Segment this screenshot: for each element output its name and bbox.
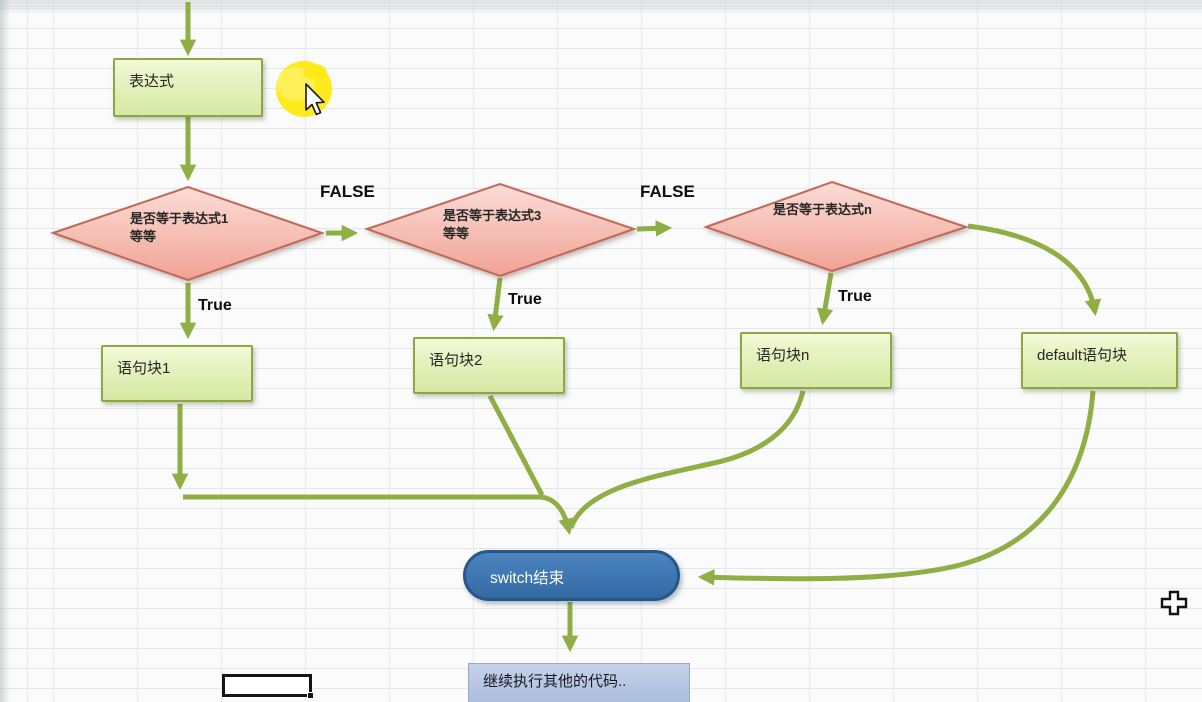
connector-default-switch[interactable] (697, 390, 1096, 586)
connector-join-switch[interactable] (183, 494, 575, 536)
decision3-label: 是否等于表达式n (773, 202, 872, 217)
expression-box[interactable]: 表达式 (113, 58, 263, 117)
false-label-1: FALSE (320, 182, 375, 201)
continue-note-box[interactable]: 继续执行其他的代码.. (468, 663, 690, 702)
block1-label: 语句块1 (117, 360, 171, 377)
fill-handle[interactable] (307, 692, 314, 699)
connector-decision3-blockn[interactable] (816, 272, 834, 326)
block2-label: 语句块2 (429, 352, 483, 369)
false-label-2: FALSE (640, 182, 695, 201)
default-block-label: default语句块 (1037, 347, 1128, 364)
mouse-arrow-cursor-icon (305, 83, 325, 116)
switch-end-terminator[interactable]: switch结束 (463, 550, 680, 601)
connector-block2-join[interactable] (487, 394, 545, 497)
active-cell-selection[interactable] (222, 674, 314, 699)
blockn-label: 语句块n (756, 347, 810, 364)
highlight-blob (276, 61, 332, 117)
connector-decision2-decision3[interactable] (636, 220, 673, 237)
expression-label: 表达式 (129, 73, 175, 90)
connector-blockn-join[interactable] (568, 390, 806, 529)
true-label-3: True (838, 288, 872, 305)
cell-plus-cursor-icon (1160, 590, 1188, 616)
blockn-box[interactable]: 语句块n (740, 332, 892, 389)
decision2-label: 是否等于表达式3 等等 (443, 208, 542, 241)
block1-box[interactable]: 语句块1 (101, 345, 253, 402)
true-label-1: True (198, 297, 232, 314)
default-block-box[interactable]: default语句块 (1021, 332, 1178, 389)
connector-decision3-default[interactable] (967, 223, 1102, 317)
switch-end-label: switch结束 (490, 570, 565, 587)
connector-decision2-block2[interactable] (487, 277, 504, 332)
continue-note-label: 继续执行其他的代码.. (483, 673, 627, 690)
true-label-2: True (508, 291, 542, 308)
decision1-label: 是否等于表达式1 等等 (130, 211, 229, 244)
decision3-diamond[interactable] (702, 180, 970, 273)
block2-box[interactable]: 语句块2 (413, 337, 565, 394)
